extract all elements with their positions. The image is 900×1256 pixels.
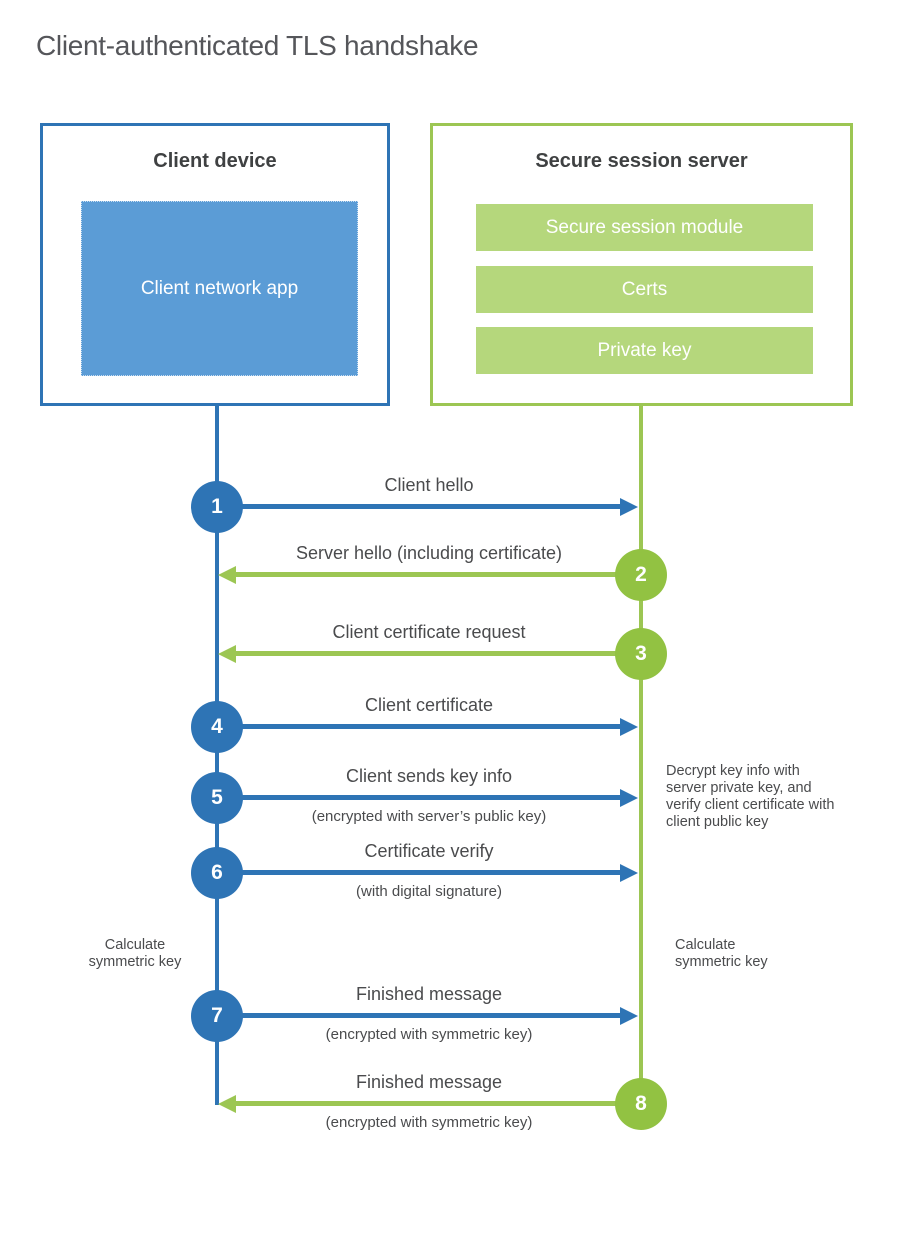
client-network-app-label: Client network app [140,277,299,299]
message-label: Server hello (including certificate) [295,543,563,563]
page-title: Client-authenticated TLS handshake [36,30,479,61]
arrow-shaft [238,870,622,875]
arrow-shaft [236,651,618,656]
arrow-right-icon [620,718,638,736]
server-calculate-symmetric-key-note: Calculate symmetric key [675,937,768,971]
message-sublabel: (encrypted with symmetric key) [325,1114,533,1131]
arrow-left-icon [218,1095,236,1113]
step-number-badge: 3 [615,628,667,680]
message-sublabel: (with digital signature) [356,883,502,900]
step-number-badge: 7 [191,990,243,1042]
arrow-right-icon [620,789,638,807]
step-number-badge: 4 [191,701,243,753]
arrow-right-icon [620,498,638,516]
client-lifeline [215,406,219,1105]
server-decrypt-note: Decrypt key info with server private key… [666,763,835,831]
step-number-badge: 5 [191,772,243,824]
message-label: Client hello [384,475,474,495]
message-label: Client certificate [364,695,494,715]
message-label: Certificate verify [364,841,494,861]
message-label: Finished message [355,984,503,1004]
step-number-badge: 1 [191,481,243,533]
client-device-box: Client device Client network app [40,123,390,406]
message-sublabel: (encrypted with symmetric key) [325,1026,533,1043]
server-module-secure-session: Secure session module [476,204,813,251]
arrow-shaft [238,504,622,509]
message-label: Finished message [355,1072,503,1092]
client-calculate-symmetric-key-note: Calculate symmetric key [88,937,182,971]
arrow-left-icon [218,566,236,584]
arrow-left-icon [218,645,236,663]
arrow-right-icon [620,1007,638,1025]
step-number-badge: 6 [191,847,243,899]
arrow-shaft [238,795,622,800]
arrow-shaft [238,724,622,729]
client-network-app-box: Client network app [81,201,358,376]
step-number-badge: 2 [615,549,667,601]
arrow-shaft [238,1013,622,1018]
message-label: Client sends key info [345,766,513,786]
arrow-right-icon [620,864,638,882]
client-device-heading: Client device [153,150,277,172]
secure-session-server-box: Secure session server Secure session mod… [430,123,853,406]
arrow-shaft [236,1101,618,1106]
server-module-private-key: Private key [476,327,813,374]
arrow-shaft [236,572,618,577]
message-label: Client certificate request [332,622,526,642]
server-module-certs: Certs [476,266,813,313]
message-sublabel: (encrypted with server’s public key) [311,808,547,825]
secure-session-server-heading: Secure session server [535,150,748,172]
step-number-badge: 8 [615,1078,667,1130]
server-lifeline [639,406,643,1105]
